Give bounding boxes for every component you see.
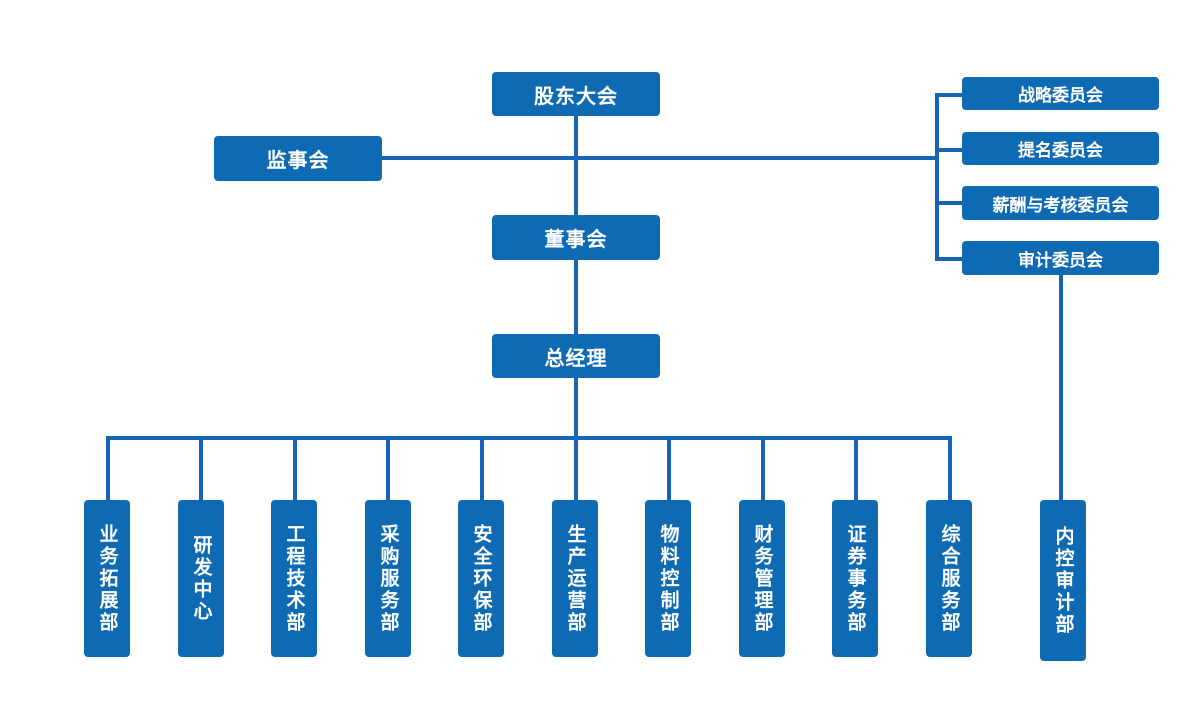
shareholders-meeting-box: 股东大会 xyxy=(492,72,660,116)
committee-bracket-branch xyxy=(935,257,963,261)
department-drop xyxy=(761,436,765,502)
connector-shareholders-board xyxy=(574,116,578,218)
audit-committee-box: 审计委员会 xyxy=(962,241,1159,275)
nomination-committee-box: 提名委员会 xyxy=(962,132,1159,165)
department-box: 业务拓展部 xyxy=(84,500,130,657)
department-box: 采购服务部 xyxy=(365,500,411,657)
department-box: 工程技术部 xyxy=(271,500,317,657)
committee-bracket-branch xyxy=(935,201,963,205)
department-drop xyxy=(480,436,484,502)
department-drop xyxy=(854,436,858,502)
supervisory-board-box: 监事会 xyxy=(214,136,382,181)
department-box: 物料控制部 xyxy=(645,500,691,657)
department-drop xyxy=(293,436,297,502)
department-drop xyxy=(574,436,578,502)
general-manager-box: 总经理 xyxy=(492,334,660,378)
department-drop xyxy=(106,436,110,502)
department-box: 生产运营部 xyxy=(552,500,598,657)
department-box: 财务管理部 xyxy=(739,500,785,657)
board-of-directors-box: 董事会 xyxy=(492,215,660,260)
committee-bracket-branch xyxy=(935,148,963,152)
connector-board-gm xyxy=(574,260,578,336)
internal-audit-dept-box: 内控审计部 xyxy=(1040,500,1086,661)
strategy-committee-box: 战略委员会 xyxy=(962,77,1159,110)
department-box: 安全环保部 xyxy=(458,500,504,657)
department-box: 证券事务部 xyxy=(832,500,878,657)
committee-bracket-branch xyxy=(935,93,963,97)
department-drop xyxy=(199,436,203,502)
connector-audit-committee-dept xyxy=(1059,275,1063,502)
department-drop xyxy=(386,436,390,502)
department-box: 综合服务部 xyxy=(926,500,972,657)
connector-supervisory-committees xyxy=(380,156,938,160)
compensation-committee-box: 薪酬与考核委员会 xyxy=(962,186,1159,220)
department-box: 研发中心 xyxy=(178,500,224,657)
committee-bracket-vertical xyxy=(935,93,939,260)
department-drop xyxy=(948,436,952,502)
connector-gm-bus xyxy=(574,378,578,440)
department-bus xyxy=(106,436,952,440)
department-drop xyxy=(667,436,671,502)
